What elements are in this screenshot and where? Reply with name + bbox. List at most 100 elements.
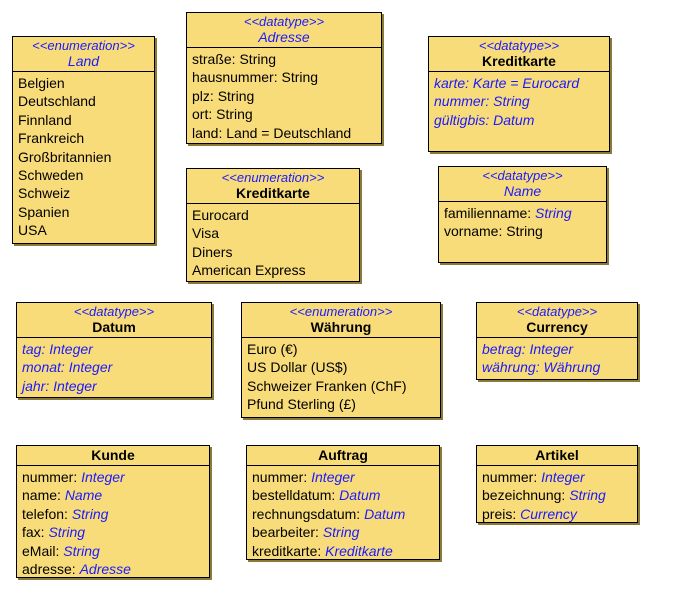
- class-attributes: straße: String hausnummer: String plz: S…: [187, 48, 381, 146]
- enum-value: Frankreich: [18, 130, 85, 147]
- attribute-type: String: [506, 223, 543, 240]
- attribute-name: adresse:: [22, 561, 80, 578]
- attribute-type: Integer: [311, 469, 355, 485]
- class-name: Adresse: [258, 29, 310, 45]
- attribute-row: vorname: String: [444, 222, 601, 240]
- class-header: Artikel: [477, 446, 637, 466]
- stereotype-label: <<enumeration>>: [32, 38, 135, 53]
- enum-value: American Express: [192, 262, 306, 279]
- attribute-type: String: [322, 524, 360, 541]
- class-values: Belgien Deutschland Finnland Frankreich …: [13, 72, 154, 244]
- attribute-type: Integer: [81, 469, 125, 485]
- attribute-name: straße:: [192, 51, 240, 67]
- attribute-type: String: [63, 542, 100, 559]
- attribute-name: bezeichnung:: [482, 487, 570, 504]
- attribute-row: hausnummer: String: [192, 68, 376, 86]
- class-attributes: karte: Karte = Eurocard nummer: String g…: [429, 72, 609, 133]
- attribute-name: kreditkarte:: [252, 542, 326, 559]
- attribute-row: straße: String: [192, 50, 376, 68]
- attribute-row: bearbeiter: String: [252, 523, 434, 541]
- attribute-name: eMail:: [22, 542, 64, 559]
- class-header: Auftrag: [247, 446, 439, 466]
- enum-value: US Dollar (US$): [247, 359, 348, 376]
- attribute-row: fax: String: [22, 523, 204, 541]
- class-artikel[interactable]: Artikel nummer: Integer bezeichnung: Str…: [476, 445, 638, 523]
- attribute-row: ort: String: [192, 105, 376, 123]
- class-header: <<enumeration>> Kreditkarte: [187, 169, 359, 204]
- enum-value: Finnland: [18, 111, 72, 128]
- attribute-type: Land = Deutschland: [226, 124, 352, 141]
- attribute-name: land:: [192, 124, 227, 141]
- class-kreditkarte-datatype[interactable]: <<datatype>> Kreditkarte karte: Karte = …: [428, 36, 610, 152]
- attribute-type: Currency: [520, 505, 577, 522]
- attribute-type: Name: [64, 487, 103, 504]
- enum-value: Schweiz: [18, 185, 71, 202]
- attribute-row: adresse: Adresse: [22, 560, 204, 578]
- attribute-name: bestelldatum:: [252, 487, 340, 504]
- stereotype-label: <<enumeration>>: [289, 304, 393, 319]
- class-waehrung[interactable]: <<enumeration>> Währung Euro (€) US Doll…: [241, 302, 441, 418]
- attribute-row: eMail: String: [22, 542, 204, 560]
- class-name: Artikel: [535, 447, 579, 463]
- stereotype-label: <<datatype>>: [516, 304, 598, 319]
- attribute-name: telefon:: [22, 505, 72, 522]
- attribute-type: String: [71, 505, 109, 522]
- class-header: <<enumeration>> Währung: [242, 303, 440, 338]
- attribute-name: nummer:: [22, 469, 82, 485]
- attribute-type: String: [48, 524, 86, 541]
- attribute-row: bestelldatum: Datum: [252, 486, 434, 504]
- class-header: <<datatype>> Datum: [17, 303, 211, 338]
- class-land[interactable]: <<enumeration>> Land Belgien Deutschland…: [12, 36, 155, 244]
- enum-value: Schweden: [18, 167, 84, 184]
- stereotype-label: <<enumeration>>: [221, 170, 325, 185]
- attribute-type: String: [535, 205, 572, 221]
- attribute-type: Datum: [339, 487, 381, 504]
- class-adresse[interactable]: <<datatype>> Adresse straße: String haus…: [186, 12, 382, 144]
- class-auftrag[interactable]: Auftrag nummer: Integer bestelldatum: Da…: [246, 445, 440, 560]
- class-name: Kreditkarte: [236, 185, 310, 201]
- class-name: Name: [503, 183, 542, 199]
- class-name-datatype[interactable]: <<datatype>> Name familienname: String v…: [438, 166, 607, 263]
- attribute-row: nummer: Integer: [252, 468, 434, 486]
- class-name: Datum: [92, 319, 136, 335]
- attribute-name: rechnungsdatum:: [252, 505, 365, 522]
- attribute-row: preis: Currency: [482, 505, 632, 523]
- attribute-row: telefon: String: [22, 505, 204, 523]
- class-attributes: tag: Integer monat: Integer jahr: Intege…: [17, 338, 211, 399]
- class-values: Eurocard Visa Diners American Express: [187, 204, 359, 284]
- attribute-row: nummer: Integer: [482, 468, 632, 486]
- attribute-row: währung: Währung: [482, 359, 601, 376]
- class-kreditkarte-enumeration[interactable]: <<enumeration>> Kreditkarte Eurocard Vis…: [186, 168, 360, 282]
- stereotype-label: <<datatype>>: [482, 168, 563, 183]
- enum-value: USA: [18, 222, 47, 239]
- enum-value: Pfund Sterling (£): [247, 396, 356, 413]
- class-datum[interactable]: <<datatype>> Datum tag: Integer monat: I…: [16, 302, 212, 398]
- class-header: <<datatype>> Name: [439, 167, 606, 202]
- enum-value: Visa: [192, 225, 219, 242]
- class-currency[interactable]: <<datatype>> Currency betrag: Integer wä…: [476, 302, 638, 380]
- attribute-row: monat: Integer: [22, 359, 113, 376]
- enum-value: Belgien: [18, 75, 65, 91]
- attribute-name: familienname:: [444, 205, 536, 221]
- attribute-type: String: [569, 487, 606, 504]
- class-kunde[interactable]: Kunde nummer: Integer name: Name telefon…: [16, 445, 210, 578]
- attribute-type: String: [217, 87, 255, 104]
- attribute-row: bezeichnung: String: [482, 486, 632, 504]
- enum-value: Deutschland: [18, 93, 96, 110]
- attribute-name: nummer:: [482, 469, 542, 485]
- attribute-name: plz:: [192, 87, 218, 104]
- attribute-row: nummer: Integer: [22, 468, 204, 486]
- attribute-name: vorname:: [444, 223, 507, 240]
- attribute-row: plz: String: [192, 87, 376, 105]
- attribute-type: Adresse: [79, 561, 131, 578]
- attribute-row: kreditkarte: Kreditkarte: [252, 542, 434, 560]
- attribute-type: Integer: [541, 469, 585, 485]
- enum-value: Großbritannien: [18, 148, 112, 165]
- attribute-row: karte: Karte = Eurocard: [434, 75, 580, 91]
- class-name: Währung: [310, 319, 372, 335]
- attribute-type: Datum: [364, 505, 406, 522]
- attribute-row: gültigbis: Datum: [434, 111, 535, 128]
- stereotype-label: <<datatype>>: [243, 14, 325, 29]
- class-header: <<enumeration>> Land: [13, 37, 154, 72]
- class-name: Kunde: [91, 447, 135, 463]
